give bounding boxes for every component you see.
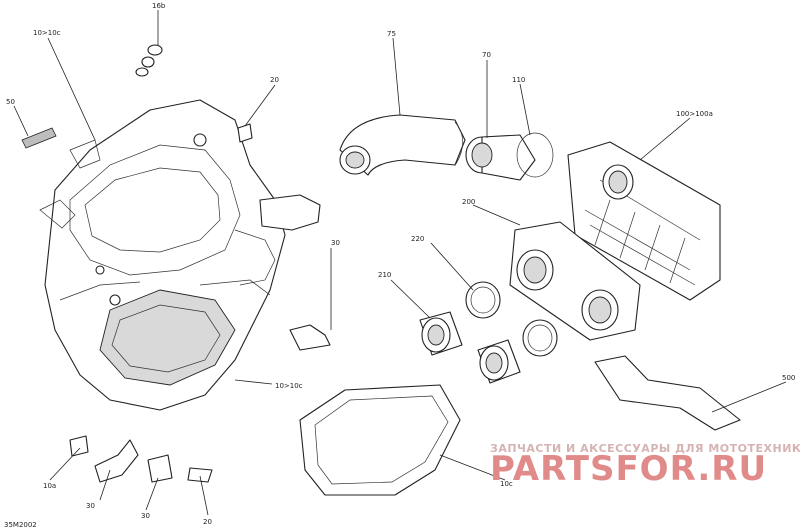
callout-30-bm: 30 bbox=[141, 512, 150, 520]
callout-16b: 16b bbox=[152, 2, 166, 10]
callout-labels: 16b 10>10c 50 20 75 70 110 100>100a 200 … bbox=[6, 2, 795, 526]
callout-30-bl: 30 bbox=[86, 502, 95, 510]
bracket-mid bbox=[289, 324, 331, 351]
clip-top bbox=[237, 123, 253, 143]
label-plate bbox=[21, 127, 57, 149]
callout-10a: 10a bbox=[43, 482, 56, 490]
callout-20-bot: 20 bbox=[203, 518, 212, 526]
callout-500: 500 bbox=[782, 374, 795, 382]
mounting-plate bbox=[594, 355, 741, 431]
callout-110: 110 bbox=[512, 76, 525, 84]
air-filter-box bbox=[567, 141, 721, 301]
callout-10c: 10c bbox=[500, 480, 513, 488]
callout-30-mid: 30 bbox=[331, 239, 340, 247]
figure-id: 35M2002 bbox=[4, 521, 37, 529]
callout-10-10c-mid: 10>10c bbox=[275, 382, 303, 390]
hose-clamps bbox=[465, 281, 558, 357]
callout-10-10c-top: 10>10c bbox=[33, 29, 61, 37]
airbox-housing bbox=[39, 99, 321, 411]
throttle-adapter bbox=[509, 221, 641, 341]
intake-coupler bbox=[465, 132, 554, 181]
callout-200: 200 bbox=[462, 198, 475, 206]
leader-lines bbox=[13, 10, 787, 516]
callout-100: 100>100a bbox=[676, 110, 713, 118]
watermark-subtitle: ЗАПЧАСТИ И АКСЕССУАРЫ ДЛЯ МОТОТЕХНИКИ bbox=[490, 442, 800, 455]
intake-duct bbox=[339, 114, 466, 176]
filter-cover bbox=[299, 384, 461, 496]
watermark-brand: PARTSFOR.RU bbox=[490, 449, 767, 489]
callout-220: 220 bbox=[411, 235, 424, 243]
bottom-parts bbox=[69, 435, 213, 483]
callout-50: 50 bbox=[6, 98, 15, 106]
watermark: ЗАПЧАСТИ И АКСЕССУАРЫ ДЛЯ МОТОТЕХНИКИ PA… bbox=[490, 442, 800, 489]
callout-70: 70 bbox=[482, 51, 491, 59]
grommet-parts bbox=[135, 44, 163, 77]
callout-210: 210 bbox=[378, 271, 391, 279]
rubber-sleeves bbox=[419, 311, 521, 384]
callout-75: 75 bbox=[387, 30, 396, 38]
callout-20-top: 20 bbox=[270, 76, 279, 84]
